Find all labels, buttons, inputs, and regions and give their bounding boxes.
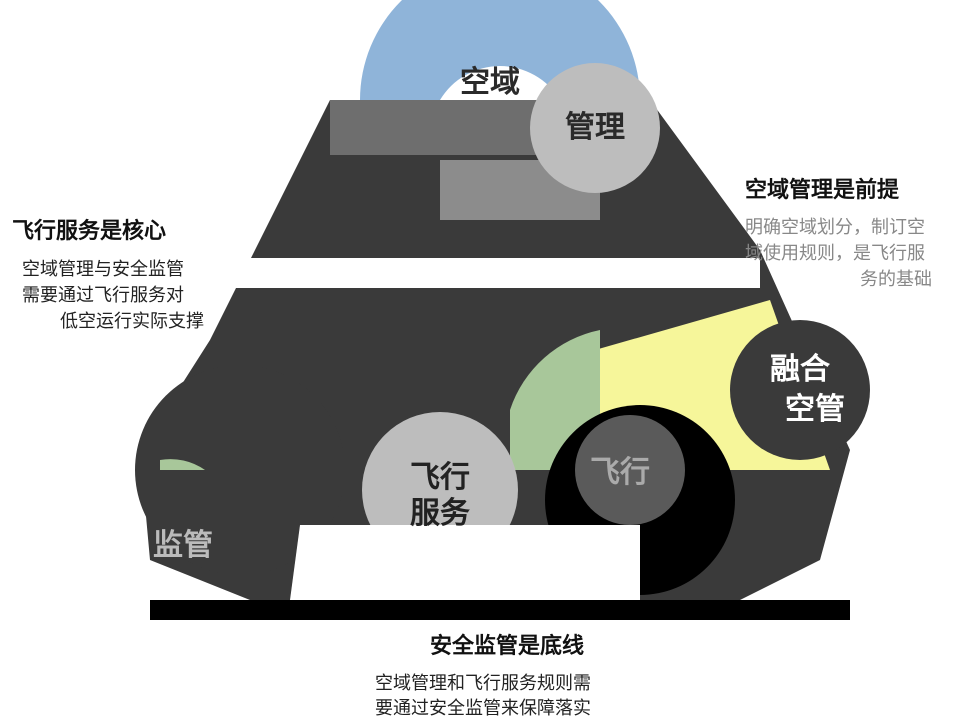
left-circle <box>135 365 345 575</box>
flight-service-label-line1: 飞行 <box>410 460 470 495</box>
airspace-body-line2: 域使用规则，是飞行服 <box>745 243 925 264</box>
white-bottom-band <box>290 525 640 610</box>
airspace-body-line1: 明确空域划分，制订空 <box>745 217 925 238</box>
airspace-body-line3: 务的基础 <box>860 269 932 290</box>
safety-body-line2: 要通过安全监管来保障落实 <box>375 698 591 719</box>
flight-service-body-line2: 需要通过飞行服务对 <box>22 285 184 306</box>
airspace-circle <box>530 63 660 193</box>
airspace-heading: 空域管理是前提 <box>745 178 900 203</box>
safety-body-line1: 空域管理和飞行服务规则需 <box>375 673 591 694</box>
small-flight-label: 飞行 <box>590 455 650 490</box>
black-strip <box>150 600 850 620</box>
small-flight-inner <box>575 415 685 525</box>
green-arc-left <box>160 459 205 470</box>
flight-service-label-line2: 服务 <box>410 496 470 531</box>
white-band <box>200 258 760 288</box>
flight-service-heading: 飞行服务是核心 <box>12 219 167 244</box>
flight-service-body-line3: 低空运行实际支撑 <box>60 311 204 332</box>
safety-heading: 安全监管是底线 <box>430 634 585 659</box>
airspace-label-line2: 管理 <box>565 110 625 145</box>
airspace-label-line1: 空域 <box>460 65 520 100</box>
safety-label: 监管 <box>153 528 213 563</box>
flight-service-body-line1: 空域管理与安全监管 <box>22 259 184 280</box>
fusion-label-line1: 融合 <box>770 352 830 387</box>
fusion-label-line2: 空管 <box>785 392 845 427</box>
fusion-circle <box>730 320 870 460</box>
